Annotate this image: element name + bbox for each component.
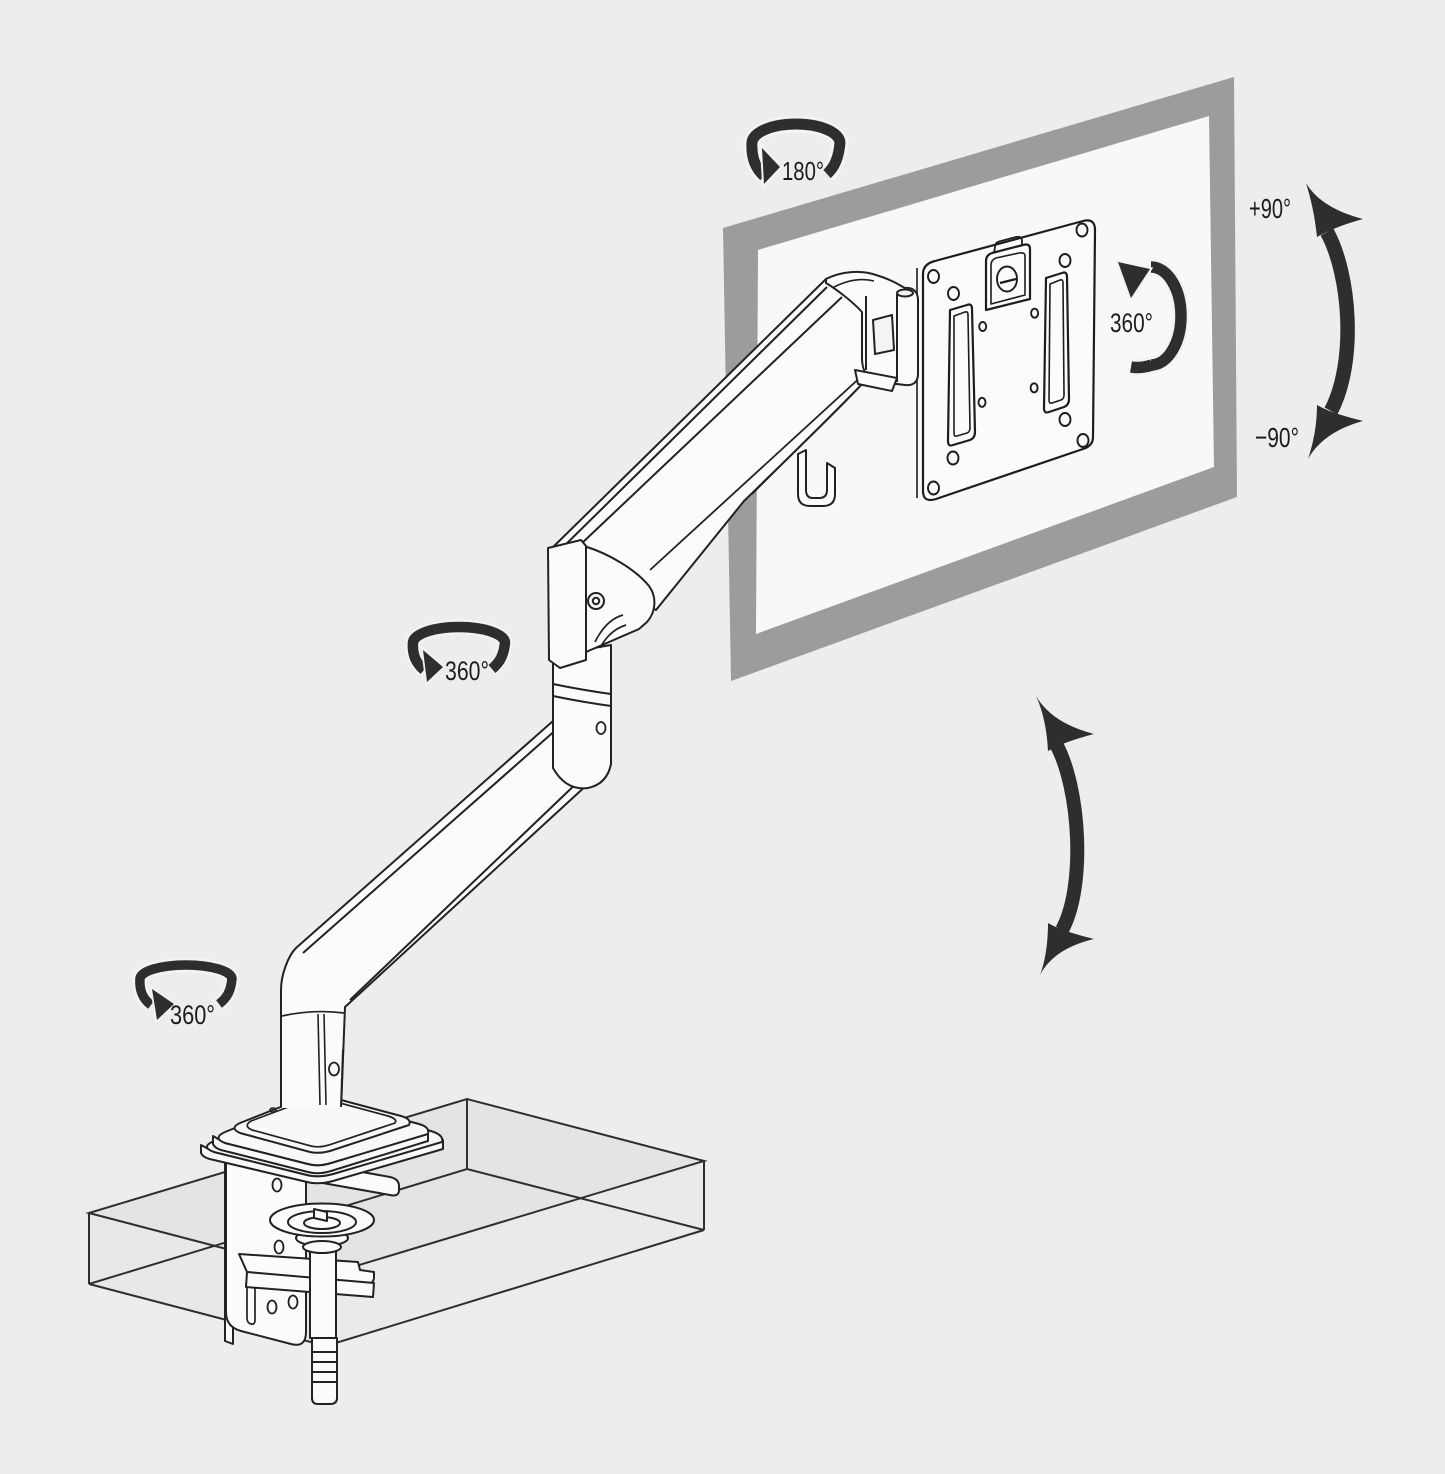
svg-text:360°: 360°	[170, 1000, 215, 1030]
svg-text:+90°: +90°	[1249, 193, 1291, 224]
svg-text:360°: 360°	[445, 656, 489, 686]
svg-text:−90°: −90°	[1255, 422, 1299, 453]
svg-text:360°: 360°	[1110, 308, 1153, 338]
svg-text:180°: 180°	[782, 156, 824, 186]
